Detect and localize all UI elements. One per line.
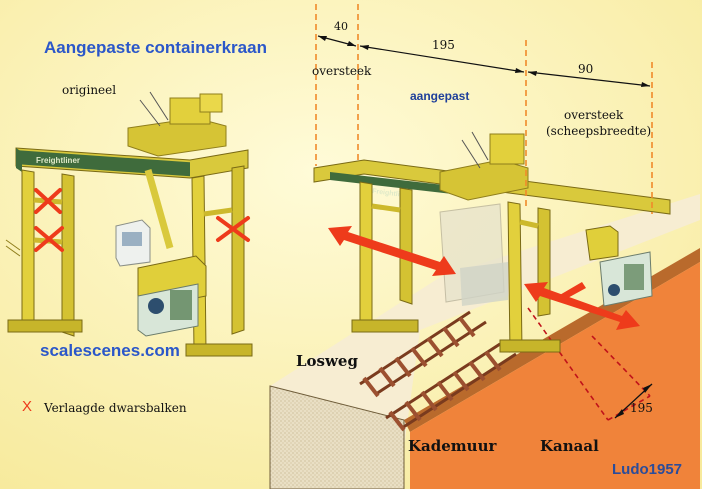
reduced-beam-marks [34,188,250,252]
dimension-lines [315,4,653,214]
caption-original: origineel [62,83,117,97]
brand-label-left: Freightliner [36,156,80,165]
label-kademuur: Kademuur [408,437,497,455]
label-kanaal: Kanaal [540,437,599,455]
legend-x-icon: X [22,398,33,415]
legend-text: Verlaagde dwarsbalken [44,401,187,415]
label-overhang-left: oversteek [312,64,372,78]
dimension-90: 90 [578,62,594,76]
label-overhang-right-line2: (scheepsbreedte) [546,124,652,138]
brand-label-right: Freightliner [372,188,411,200]
label-overhang-right-line1: oversteek [564,108,624,122]
dimension-195-top: 195 [432,38,455,52]
watermark-scalescenes: scalescenes.com [40,341,180,360]
author-signature: Ludo1957 [612,461,683,478]
movement-arrows [328,226,640,330]
dimension-195-canal: 195 [630,401,653,415]
label-losweg: Losweg [296,352,358,370]
modified-crane: Freightliner [313,131,671,353]
page-title: Aangepaste containerkraan [44,38,267,57]
dimension-40: 40 [334,20,348,33]
caption-modified: aangepast [410,89,470,103]
original-crane: Freightliner [5,91,253,357]
